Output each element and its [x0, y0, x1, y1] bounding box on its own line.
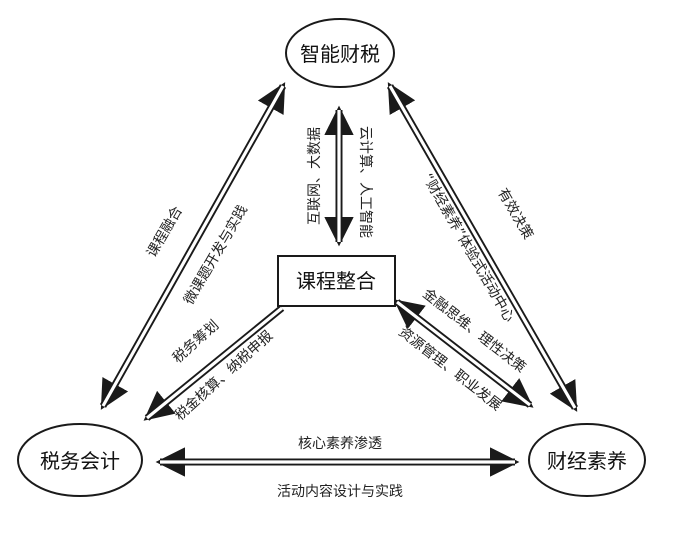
edge-label-left-outer: 课程融合 — [144, 204, 186, 260]
node-right-label: 财经素养 — [547, 449, 627, 473]
edge-label-vertical-right: 云计算、人工智能 — [357, 126, 373, 238]
edge-label-bottom-lower: 活动内容设计与实践 — [277, 483, 403, 500]
node-right: 财经素养 — [528, 423, 646, 497]
node-top: 智能财税 — [285, 18, 395, 88]
edge-label-right-outer: 有效决策 — [494, 185, 537, 242]
edge-label-bottom-upper: 核心素养渗透 — [298, 436, 382, 452]
edge-arrow-center-right — [393, 299, 534, 408]
edge-label-vertical-left: 互联网、大数据 — [307, 127, 323, 225]
node-center: 课程整合 — [277, 255, 396, 307]
node-left-label: 税务会计 — [40, 449, 120, 473]
edge-arrow-right — [386, 82, 579, 412]
edge-arrow-left — [99, 82, 287, 410]
node-left: 税务会计 — [17, 423, 143, 497]
node-center-label: 课程整合 — [296, 269, 376, 293]
node-top-label: 智能财税 — [300, 42, 380, 66]
edge-arrow-center-left — [143, 305, 285, 421]
